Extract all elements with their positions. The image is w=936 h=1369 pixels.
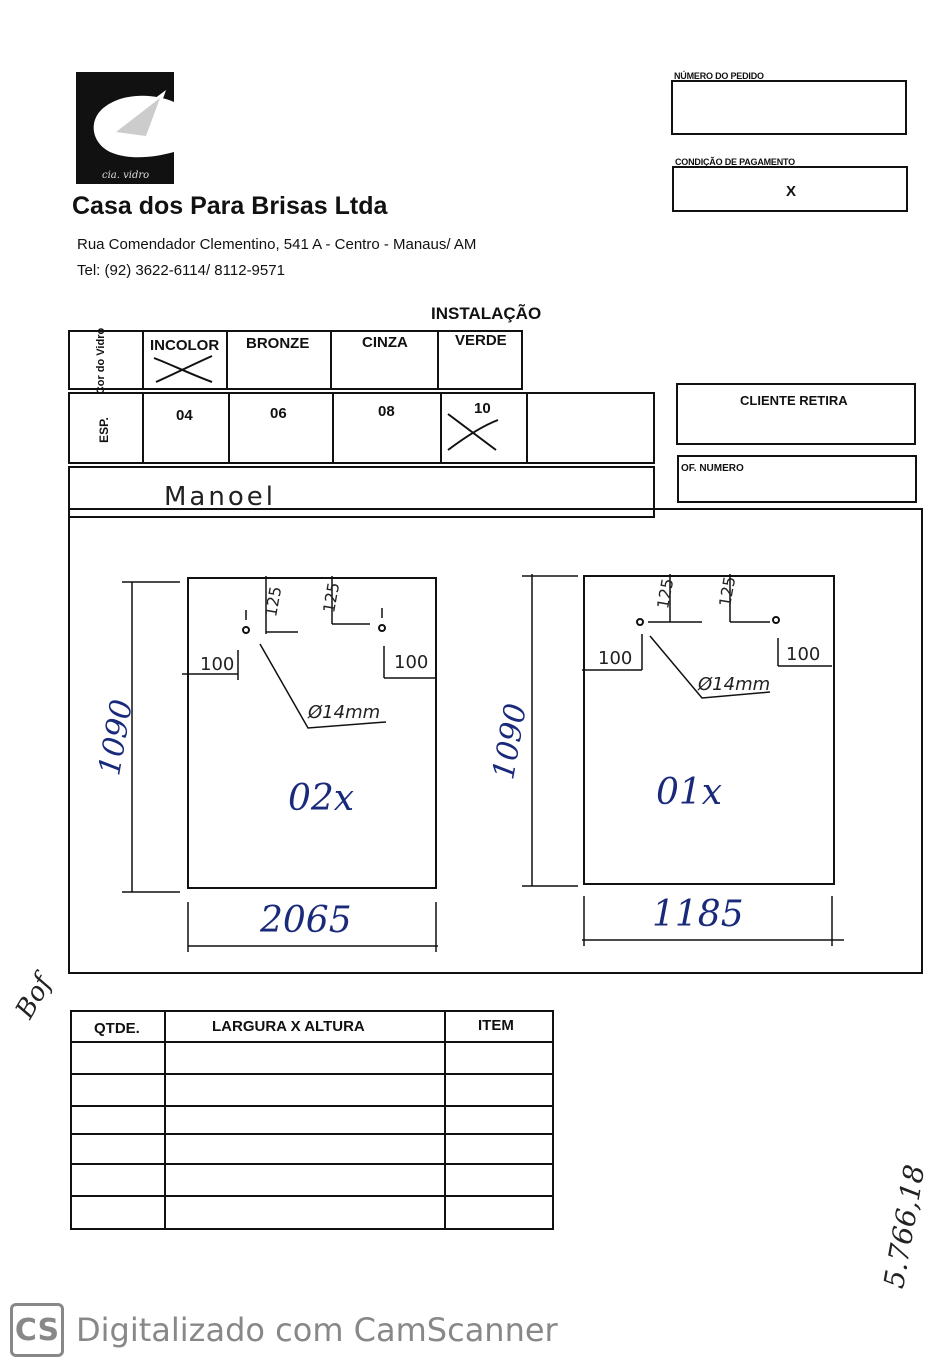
thickness-row: ESP. 04 06 08 10 bbox=[68, 392, 655, 464]
drawing-area: 1090 2065 02x 125 125 100 100 Ø14mm 1090… bbox=[68, 508, 923, 974]
scanner-footer-text: Digitalizado com CamScanner bbox=[76, 1311, 558, 1349]
drawing-2 bbox=[522, 574, 844, 946]
drawing-1 bbox=[122, 576, 438, 952]
glass-color-option-cinza[interactable]: CINZA bbox=[330, 332, 437, 388]
technical-drawings bbox=[122, 574, 844, 952]
logo-text: cia. vidro bbox=[102, 170, 150, 181]
selection-mark-icon bbox=[447, 413, 499, 451]
thickness-label: ESP. bbox=[97, 417, 111, 443]
margin-note-left: Bof bbox=[10, 970, 59, 1024]
notes-field[interactable]: Manoel bbox=[68, 466, 655, 518]
payment-condition-label: CONDIÇÃO DE PAGAMENTO bbox=[675, 157, 795, 167]
table-grid bbox=[72, 1012, 552, 1228]
company-address: Rua Comendador Clementino, 541 A - Centr… bbox=[77, 236, 477, 253]
payment-condition-value: X bbox=[786, 183, 797, 200]
drawing-1-hole: Ø14mm bbox=[308, 702, 381, 723]
drawing-2-width: 1185 bbox=[652, 894, 744, 935]
company-logo: cia. vidro bbox=[76, 72, 174, 184]
thickness-option-04[interactable]: 04 bbox=[142, 394, 228, 462]
thickness-extra-cell bbox=[526, 394, 653, 462]
thickness-option-06[interactable]: 06 bbox=[228, 394, 332, 462]
of-number-field[interactable]: OF. NUMERO bbox=[677, 455, 917, 503]
payment-condition-field[interactable]: X bbox=[672, 166, 908, 212]
drawing-2-offset-side-left: 100 bbox=[598, 648, 633, 669]
glass-color-label: Cor do Vidro bbox=[95, 327, 107, 395]
drawing-2-quantity: 01x bbox=[656, 772, 723, 813]
notes-handwritten: Manoel bbox=[164, 482, 276, 512]
margin-note-right: 5.766,18 bbox=[877, 1162, 932, 1291]
company-name: Casa dos Para Brisas Ltda bbox=[72, 192, 388, 220]
client-pickup-label: CLIENTE RETIRA bbox=[740, 393, 848, 408]
drawing-1-quantity: 02x bbox=[288, 778, 355, 819]
glass-color-option-bronze[interactable]: BRONZE bbox=[226, 332, 330, 388]
glass-color-option-incolor[interactable]: INCOLOR bbox=[142, 332, 226, 388]
scanner-footer: CS Digitalizado com CamScanner bbox=[10, 1302, 558, 1358]
drawing-2-hole: Ø14mm bbox=[698, 674, 771, 695]
drawing-1-width: 2065 bbox=[260, 900, 352, 941]
of-number-label: OF. NUMERO bbox=[681, 463, 744, 474]
glass-color-row: Cor do Vidro INCOLOR BRONZE CINZA VERDE bbox=[68, 328, 523, 394]
drawing-1-offset-side-left: 100 bbox=[200, 654, 235, 675]
items-table: QTDE. LARGURA X ALTURA ITEM bbox=[70, 1010, 554, 1230]
table-header-qtde: QTDE. bbox=[94, 1020, 140, 1037]
company-phone: Tel: (92) 3622-6114/ 8112-9571 bbox=[77, 262, 285, 279]
order-number-field[interactable] bbox=[671, 80, 907, 135]
logo-graphic bbox=[76, 72, 174, 184]
selection-mark-icon bbox=[153, 355, 213, 383]
thickness-option-10[interactable]: 10 bbox=[440, 394, 526, 462]
drawing-2-offset-side-right: 100 bbox=[786, 644, 821, 665]
table-header-item: ITEM bbox=[478, 1017, 514, 1034]
glass-color-option-verde[interactable]: VERDE bbox=[437, 332, 521, 388]
installation-label: INSTALAÇÃO bbox=[431, 304, 542, 323]
drawing-1-offset-side-right: 100 bbox=[394, 652, 429, 673]
client-pickup-field[interactable]: CLIENTE RETIRA bbox=[676, 383, 916, 445]
table-header-dimensions: LARGURA X ALTURA bbox=[212, 1018, 365, 1035]
thickness-option-08[interactable]: 08 bbox=[332, 394, 440, 462]
order-number-label: NÚMERO DO PEDIDO bbox=[674, 71, 764, 81]
camscanner-logo-icon: CS bbox=[10, 1303, 64, 1357]
